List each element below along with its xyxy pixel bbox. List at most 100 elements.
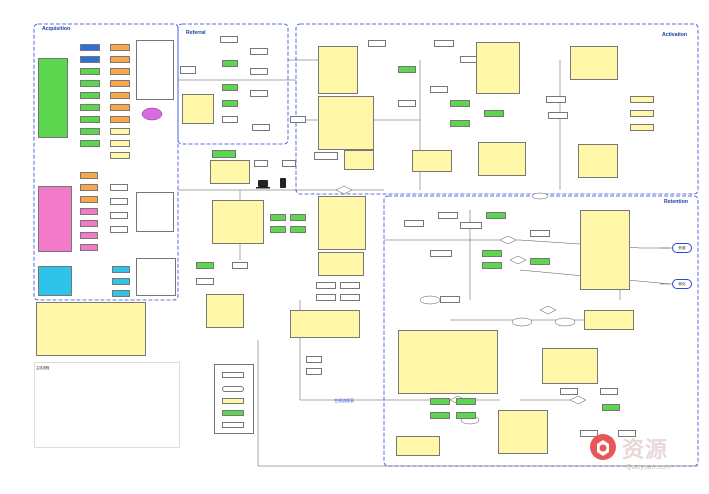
channel-node: [80, 56, 100, 63]
terminal-node: [419, 295, 441, 305]
channel-node: [112, 290, 130, 297]
retention-node: [460, 222, 482, 229]
retention-node: [430, 250, 452, 257]
retention-node: [440, 296, 460, 303]
retention-node: [530, 230, 550, 237]
retention-note: [498, 410, 548, 454]
activation-note: [570, 46, 618, 80]
acquisition-region: [33, 23, 179, 301]
channel-node: [80, 208, 98, 215]
activation-node: [450, 120, 470, 127]
channel-list-block: [38, 58, 68, 138]
terminal-node: [511, 317, 533, 327]
channel-node: [80, 104, 100, 111]
channel-node: [110, 68, 130, 75]
legend-item: [222, 386, 244, 392]
referral-node: [222, 116, 238, 123]
side-arrows: [660, 247, 672, 285]
main-flow-title: 主线流程: [36, 366, 50, 370]
watermark-brand: 资源: [622, 437, 669, 462]
activation-node: [630, 110, 654, 117]
side-node-external: 外部: [672, 243, 692, 253]
referral-region: [177, 23, 289, 145]
activation-note: [318, 96, 374, 150]
retention-node: [404, 220, 424, 227]
section-title-referral: Referral: [186, 30, 206, 36]
referral-note: [182, 94, 214, 124]
activation-note: [412, 150, 452, 172]
legend-item: [222, 422, 244, 428]
middle-node: [314, 152, 338, 160]
referral-node: [222, 100, 238, 107]
activation-node: [546, 96, 566, 103]
middle-note: [290, 310, 360, 338]
section-title-retention: Retention: [664, 199, 688, 205]
channel-node: [112, 266, 130, 273]
middle-node: [290, 214, 306, 221]
referral-node: [222, 60, 238, 67]
channel-node: [110, 116, 130, 123]
referral-node: [250, 90, 268, 97]
channel-list-block: [38, 266, 72, 296]
middle-note: [212, 200, 264, 244]
channel-node: [110, 152, 130, 159]
activation-node: [434, 40, 454, 47]
referral-node: [250, 48, 268, 55]
device-icons: [256, 178, 286, 189]
middle-node: [196, 278, 214, 285]
retention-node: [486, 212, 506, 219]
channel-node: [80, 196, 98, 203]
channel-node: [80, 184, 98, 191]
decision-diamond: [335, 185, 353, 195]
referral-node: [180, 66, 196, 74]
terminal-node: [554, 317, 576, 327]
channel-list-block: [38, 186, 72, 252]
channel-node: [80, 80, 100, 87]
middle-node: [270, 226, 286, 233]
note-block: [136, 258, 176, 296]
retention-node: [482, 262, 502, 269]
decision-diamond: [499, 235, 517, 245]
legend-item: [222, 398, 244, 404]
activation-node: [398, 66, 416, 73]
retention-node: [618, 430, 636, 437]
channel-node: [110, 140, 130, 147]
section-title-activation: Activation: [662, 32, 688, 38]
retention-node: [456, 398, 476, 405]
middle-node: [316, 282, 336, 289]
referral-node: [222, 84, 238, 91]
section-title-acquisition: Acquisition: [42, 26, 71, 32]
channel-node: [80, 220, 98, 227]
retention-node: [482, 250, 502, 257]
laptop-base-icon: [256, 187, 270, 189]
channel-node: [110, 56, 130, 63]
referral-node: [252, 124, 270, 131]
channel-node: [80, 68, 100, 75]
middle-node: [212, 150, 236, 158]
activation-node: [630, 124, 654, 131]
watermark-url: Quziyuan.com: [626, 464, 671, 471]
middle-note: [344, 150, 374, 170]
retention-node: [438, 212, 458, 219]
channel-node: [110, 44, 130, 51]
middle-node: [340, 282, 360, 289]
terminal-node: [531, 192, 549, 200]
activation-note: [578, 144, 618, 178]
activation-node: [450, 100, 470, 107]
middle-note: [210, 160, 250, 184]
channel-node: [80, 140, 100, 147]
activation-node: [630, 96, 654, 103]
middle-node: [232, 262, 248, 269]
decision-diamond: [509, 255, 527, 265]
channel-node: [110, 92, 130, 99]
retention-node: [602, 404, 620, 411]
note-block: [136, 40, 174, 100]
middle-node: [254, 160, 268, 167]
middle-node: [306, 368, 322, 375]
middle-node: [270, 214, 286, 221]
retention-node: [430, 412, 450, 419]
retention-note: [580, 210, 630, 290]
retention-note: [396, 436, 440, 456]
channel-node: [110, 226, 128, 233]
activation-node: [368, 40, 386, 47]
